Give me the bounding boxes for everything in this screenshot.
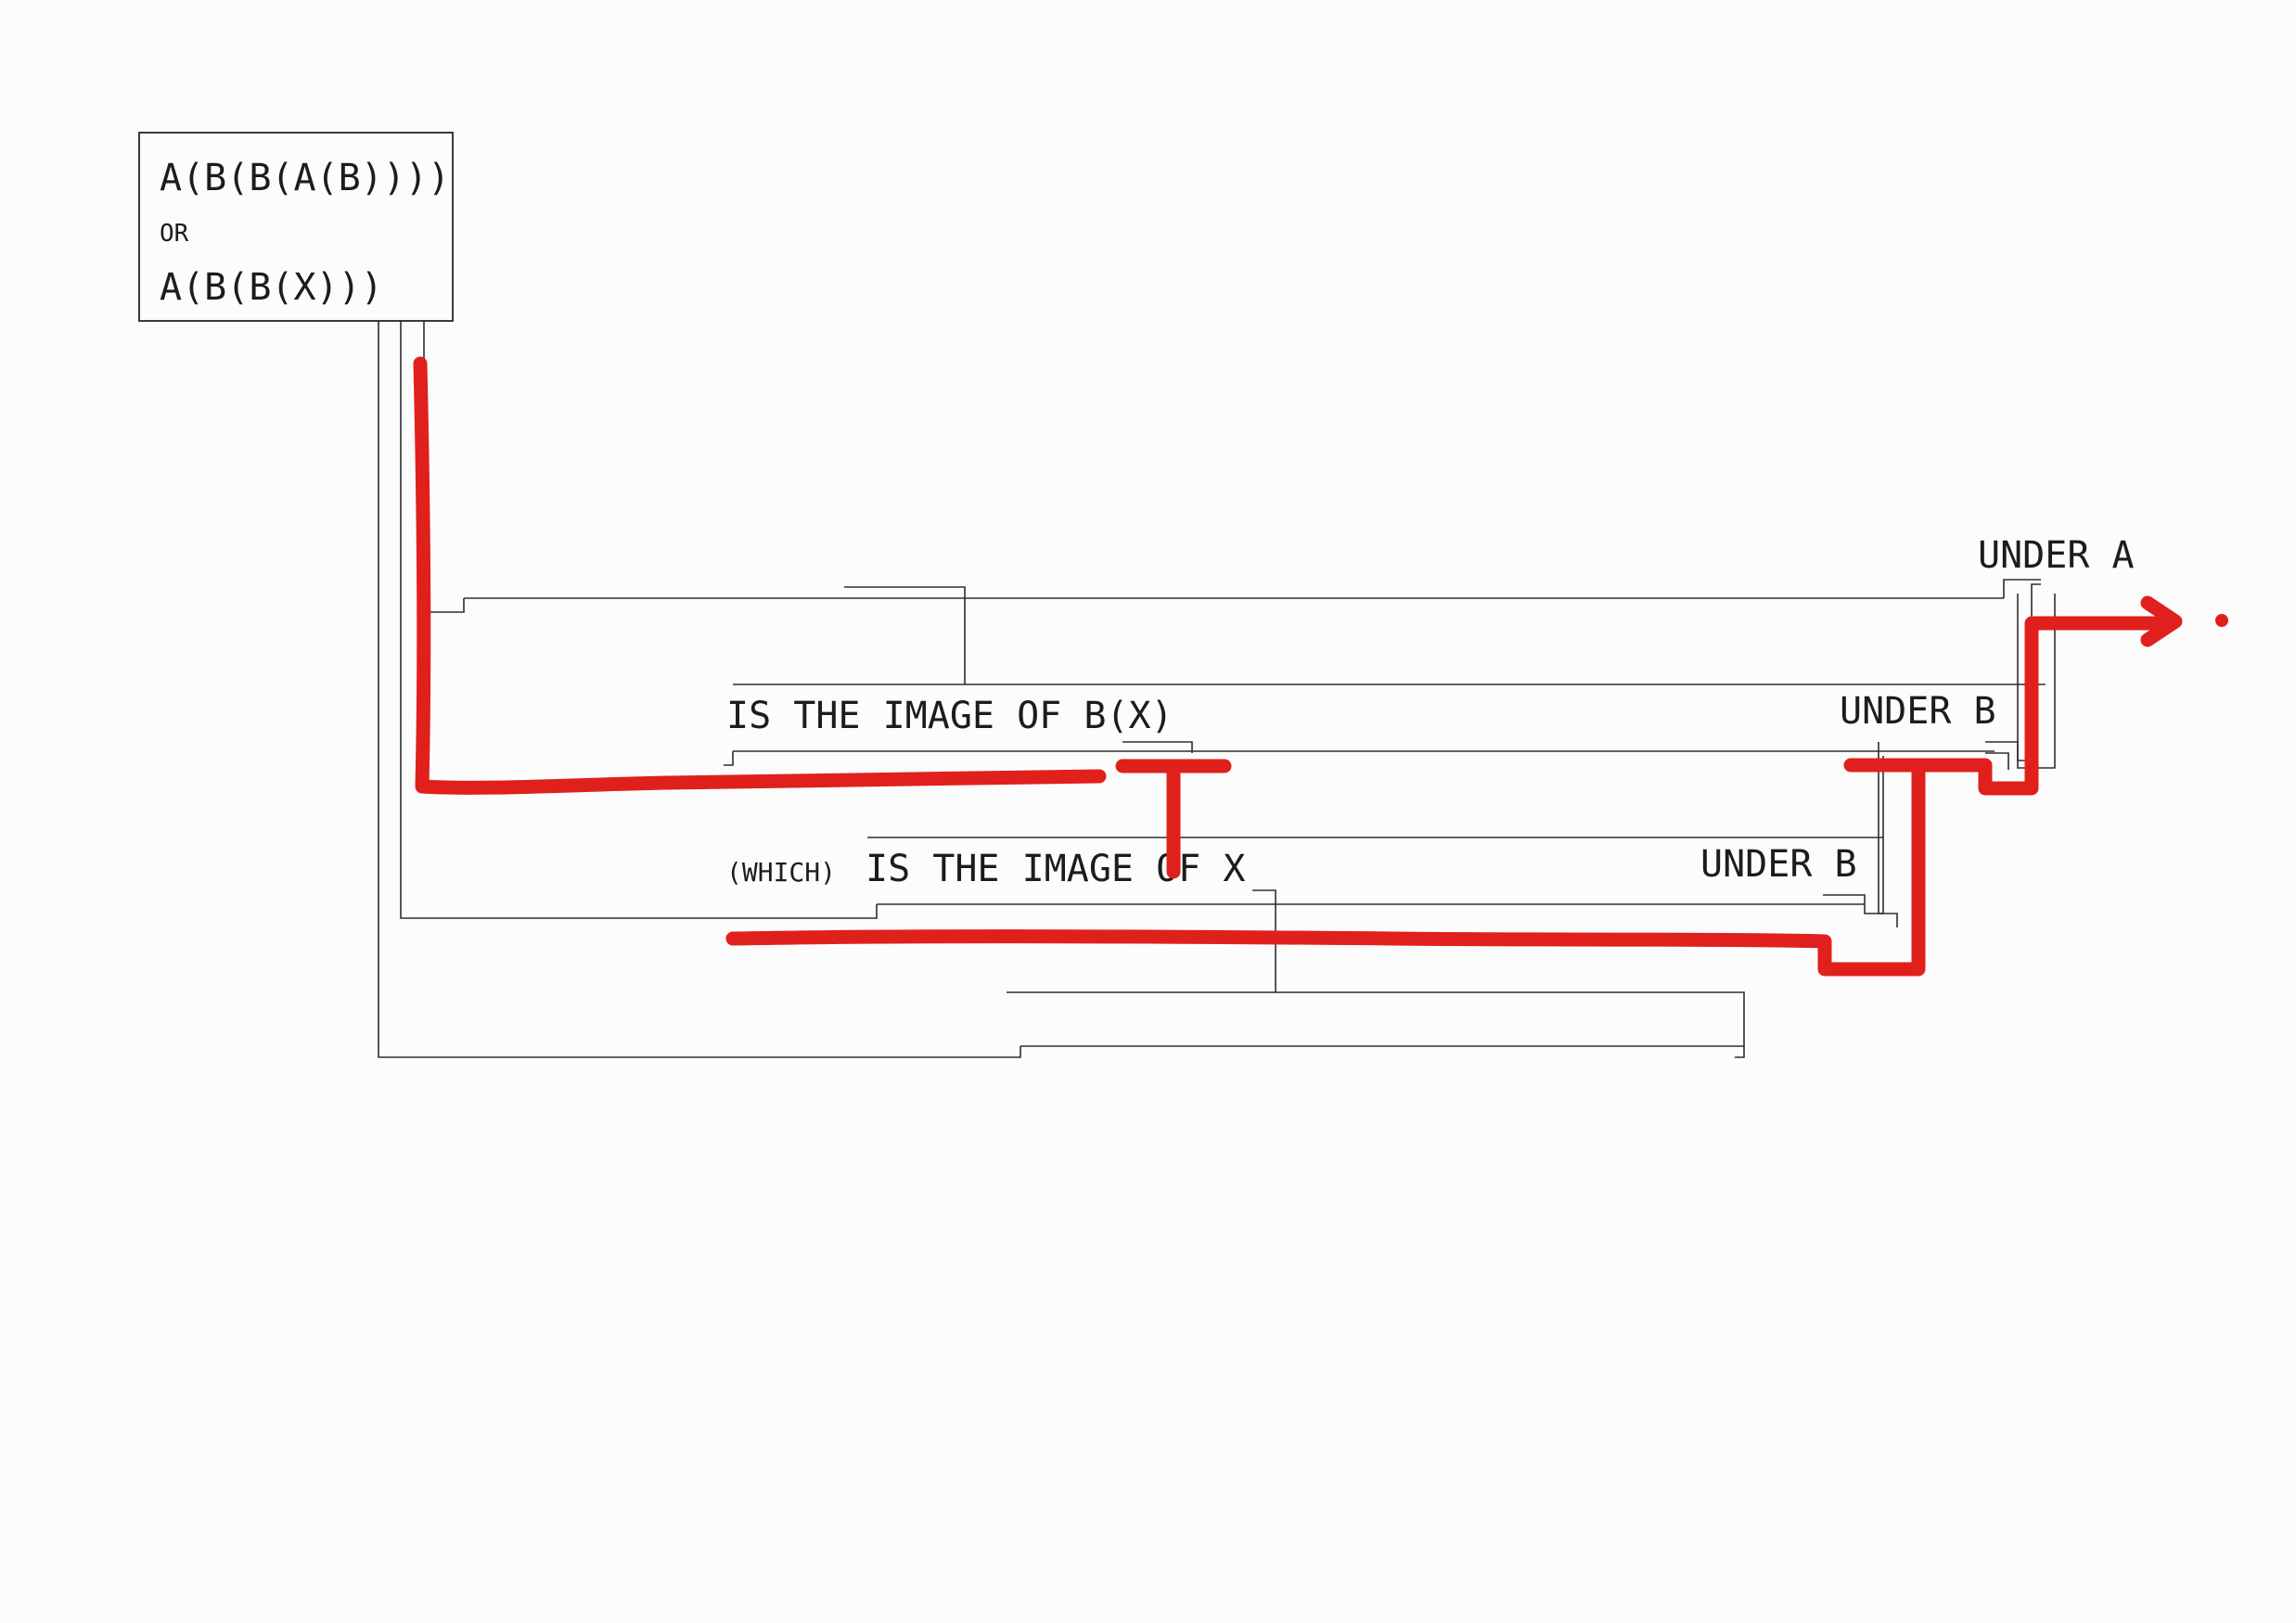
ink-lower-branch: [400, 321, 878, 919]
formula-connector: OR: [160, 220, 189, 248]
marker-upper-stroke: [1911, 616, 2178, 796]
marker-dot: [2215, 614, 2228, 627]
label-image-of-bx: IS THE IMAGE OF B(X): [726, 695, 1174, 737]
ink-lower-tick: [1007, 889, 1745, 1046]
label-under-b-upper: UNDER B: [1840, 690, 1996, 733]
marker-lower-stroke: [725, 758, 1926, 977]
formula-box: [138, 132, 454, 322]
ink-image-bar-tick: [1122, 741, 1193, 753]
ink-under-b-bracket: [1878, 742, 1898, 927]
label-under-a: UNDER A: [1978, 534, 2135, 577]
formula-line-1: A(B(B(A(B)))): [160, 157, 450, 199]
label-image-of-x: IS THE IMAGE OF X: [866, 848, 1245, 890]
ink-outer-branch: [378, 321, 1745, 1058]
marker-down-stroke: [413, 356, 1107, 795]
ink-under-b-lower-connector: [1823, 756, 1884, 914]
label-under-b-lower: UNDER B: [1700, 843, 1857, 886]
marker-t-bar: [1115, 759, 1232, 879]
ink-upper-tick: [844, 586, 966, 684]
label-which: (WHICH): [726, 857, 836, 888]
marker-path: [413, 356, 2228, 977]
ink-image-bar-left: [724, 751, 734, 766]
ink-lines: [378, 321, 2056, 1058]
marker-arrowhead: [2140, 595, 2183, 647]
formula-line-2: A(B(B(X))): [160, 266, 383, 309]
